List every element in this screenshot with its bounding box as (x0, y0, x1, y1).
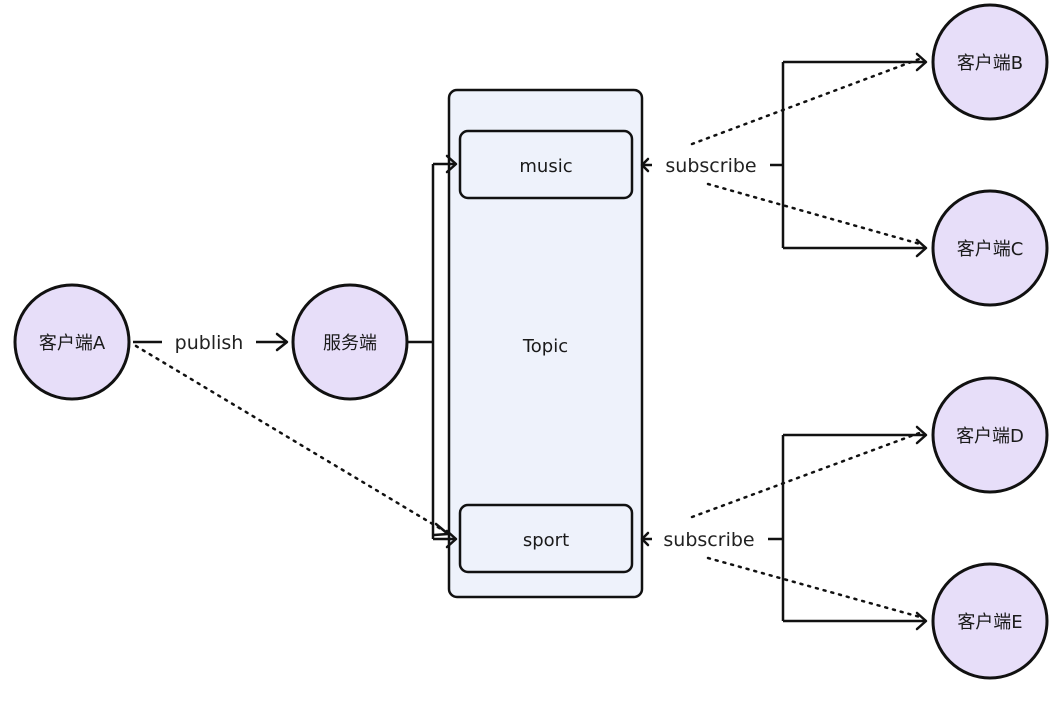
node-client-c: 客户端C (931, 189, 1049, 307)
node-client-d: 客户端D (931, 376, 1049, 494)
sport-dotted-to-e (706, 556, 922, 619)
music-channel-label: music (519, 156, 572, 177)
publisher-to-sport-dotted (134, 344, 448, 534)
music-channel-box (458, 129, 634, 200)
topic-box (447, 88, 644, 599)
sport-to-e-arrowhead (915, 611, 928, 631)
node-client-b-label: 客户端B (957, 53, 1023, 74)
node-server: 服务端 (291, 283, 409, 401)
node-client-e: 客户端E (931, 562, 1049, 680)
music-dotted-to-c (706, 182, 922, 246)
sport-channel-box (458, 503, 634, 574)
sport-dotted-to-d (690, 430, 924, 519)
node-server-label: 服务端 (323, 333, 377, 354)
server-to-sport-arrowhead (445, 529, 458, 549)
node-client-b: 客户端B (931, 3, 1049, 121)
publish-arrowhead (275, 332, 289, 352)
music-dotted-to-b (690, 56, 924, 146)
sport-channel-label: sport (523, 530, 569, 551)
topic-label: Topic (522, 336, 568, 357)
node-publisher-label: 客户端A (39, 333, 106, 354)
publisher-to-sport-arrowhead (432, 522, 450, 537)
music-to-c-arrowhead (915, 238, 928, 258)
music-subscribe-label: subscribe (665, 155, 756, 177)
music-to-b-arrowhead (915, 52, 928, 72)
publish-label: publish (175, 332, 244, 354)
node-client-e-label: 客户端E (957, 612, 1022, 633)
sport-to-d-arrowhead (915, 425, 928, 445)
node-client-d-label: 客户端D (956, 426, 1024, 447)
node-publisher: 客户端A (13, 283, 131, 401)
node-client-c-label: 客户端C (957, 239, 1024, 260)
server-to-music-arrowhead (445, 154, 458, 174)
sport-subscribe-label: subscribe (663, 529, 754, 551)
